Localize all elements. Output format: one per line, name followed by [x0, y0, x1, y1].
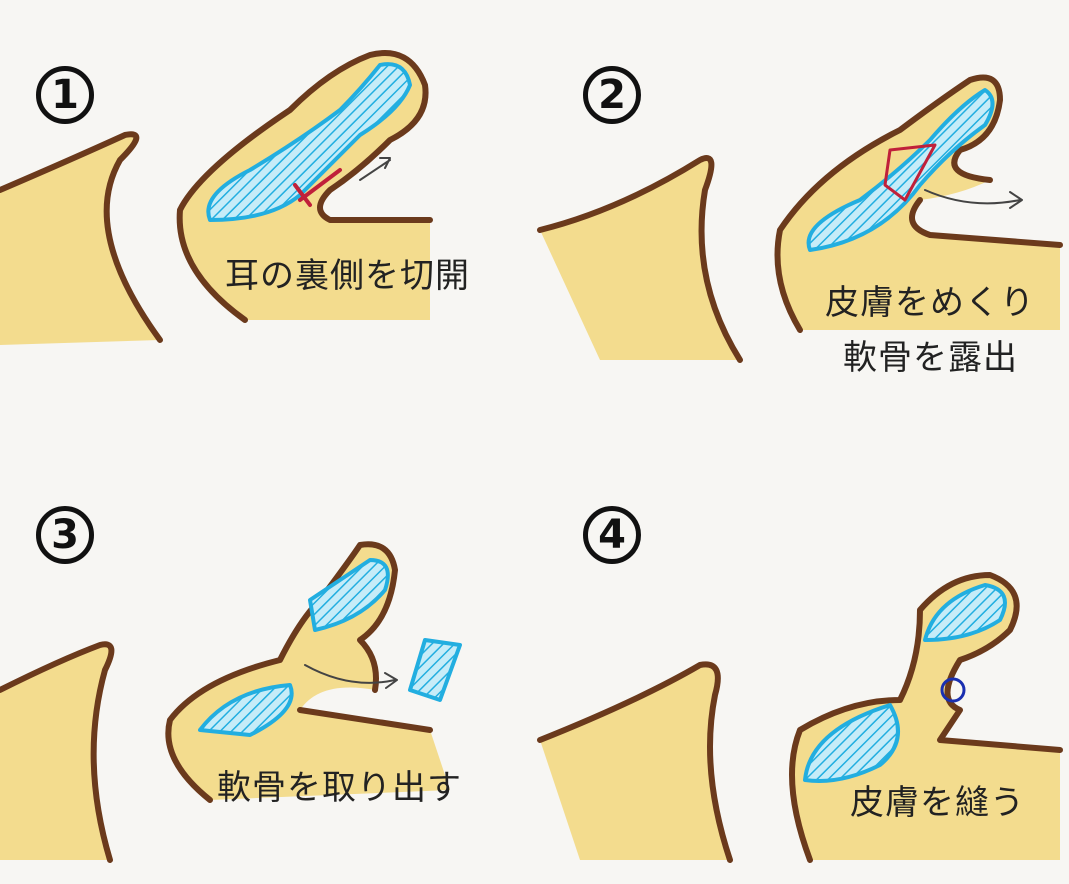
cartilage-4a — [803, 703, 900, 783]
ear-shape-3 — [168, 544, 450, 800]
cartilage-3a — [198, 683, 294, 737]
head-shape-3 — [0, 644, 112, 860]
step-caption-3: 軟骨を取り出す — [217, 768, 462, 808]
cartilage-3b — [308, 558, 390, 632]
step-caption-2a: 皮膚をめくり — [825, 283, 1035, 323]
cartilage-2 — [806, 88, 995, 252]
head-shape-2 — [540, 158, 740, 360]
step-caption-4: 皮膚を縫う — [850, 783, 1025, 823]
step-number-3: 3 — [36, 506, 94, 564]
step-caption-2b: 軟骨を露出 — [843, 338, 1018, 378]
cartilage-4b — [923, 583, 1007, 642]
step-number-2: 2 — [583, 66, 641, 124]
ear-shape-4 — [792, 575, 1060, 860]
removed-cartilage — [408, 638, 462, 702]
head-shape-4 — [540, 664, 730, 860]
step-number-4: 4 — [583, 506, 641, 564]
step-caption-1: 耳の裏側を切開 — [225, 256, 470, 296]
suture-mark — [940, 677, 966, 703]
step-number-1: 1 — [36, 66, 94, 124]
ear-shape-2 — [777, 77, 1060, 330]
incision-mark — [293, 168, 342, 207]
head-shape-1 — [0, 134, 160, 345]
